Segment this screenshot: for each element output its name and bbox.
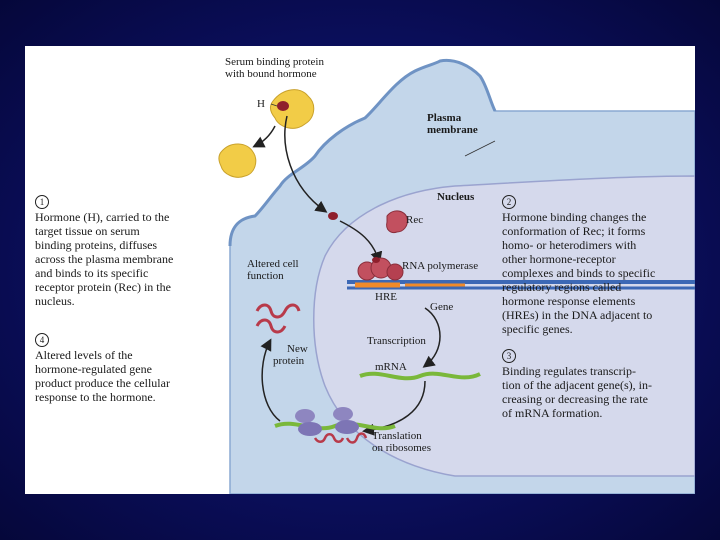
protein-label: protein xyxy=(273,355,304,367)
step-2-line-6: regulatory regions called xyxy=(502,280,692,294)
release-arrow xyxy=(255,126,275,146)
serum-binding-protein-label: Serum binding protein xyxy=(225,56,324,68)
rna-polymerase-label: RNA polymerase xyxy=(402,260,478,272)
step-1-line-2: target tissue on serum xyxy=(35,224,220,238)
step-3-line-1: Binding regulates transcrip- xyxy=(502,364,692,378)
step-4-line-4: response to the hormone. xyxy=(35,390,220,404)
mrna-label: mRNA xyxy=(375,361,407,373)
step-1-line-3: binding proteins, diffuses xyxy=(35,238,220,252)
hormone-icon xyxy=(277,101,289,111)
h-label: H xyxy=(257,98,265,110)
gene-label: Gene xyxy=(430,301,453,313)
membrane-label: membrane xyxy=(427,124,478,136)
step-1-line-7: nucleus. xyxy=(35,294,220,308)
step-2-line-2: conformation of Rec; it forms xyxy=(502,224,692,238)
step-2-line-4: other hormone-receptor xyxy=(502,252,692,266)
step-1-line-4: across the plasma membrane xyxy=(35,252,220,266)
step-2-line-7: hormone response elements xyxy=(502,294,692,308)
on-ribosomes-label: on ribosomes xyxy=(372,442,431,454)
step-4-number: 4 xyxy=(35,333,49,347)
plasma-label: Plasma xyxy=(427,112,461,124)
step-4-line-1: Altered levels of the xyxy=(35,348,220,362)
free-hormone-icon xyxy=(328,212,338,220)
step-2-number: 2 xyxy=(502,195,516,209)
step-2-line-9: specific genes. xyxy=(502,322,692,336)
step-2-line-1: Hormone binding changes the xyxy=(502,210,692,224)
transcription-label: Transcription xyxy=(367,335,426,347)
step-1-line-1: Hormone (H), carried to the xyxy=(35,210,220,224)
step-1-number: 1 xyxy=(35,195,49,209)
step-1: 1 Hormone (H), carried to the target tis… xyxy=(35,194,220,308)
step-4-line-2: hormone-regulated gene xyxy=(35,362,220,376)
rec-label: Rec xyxy=(406,214,423,226)
step-2: 2 Hormone binding changes the conformati… xyxy=(502,194,692,336)
step-4: 4 Altered levels of the hormone-regulate… xyxy=(35,332,220,404)
new-label: New xyxy=(287,343,308,355)
step-2-line-5: complexes and binds to specific xyxy=(502,266,692,280)
altered-cell-label: Altered cell xyxy=(247,258,299,270)
step-1-line-6: receptor protein (Rec) in the xyxy=(35,280,220,294)
hre-label: HRE xyxy=(375,291,397,303)
step-3-line-4: of mRNA formation. xyxy=(502,406,692,420)
step-3: 3 Binding regulates transcrip- tion of t… xyxy=(502,348,692,420)
step-3-number: 3 xyxy=(502,349,516,363)
step-2-line-3: homo- or heterodimers with xyxy=(502,238,692,252)
binding-protein-icon xyxy=(271,90,314,129)
step-4-line-3: product produce the cellular xyxy=(35,376,220,390)
step-1-line-5: and binds to its specific xyxy=(35,266,220,280)
step-3-line-2: tion of the adjacent gene(s), in- xyxy=(502,378,692,392)
translation-label: Translation xyxy=(372,430,422,442)
receptor-icon xyxy=(387,211,408,233)
empty-binding-protein-icon xyxy=(219,144,256,177)
step-2-line-8: (HREs) in the DNA adjacent to xyxy=(502,308,692,322)
slide: Serum binding protein with bound hormone… xyxy=(25,46,695,494)
function-label: function xyxy=(247,270,284,282)
nucleus-label: Nucleus xyxy=(437,191,474,203)
with-bound-hormone-label: with bound hormone xyxy=(225,68,317,80)
step-3-line-3: creasing or decreasing the rate xyxy=(502,392,692,406)
